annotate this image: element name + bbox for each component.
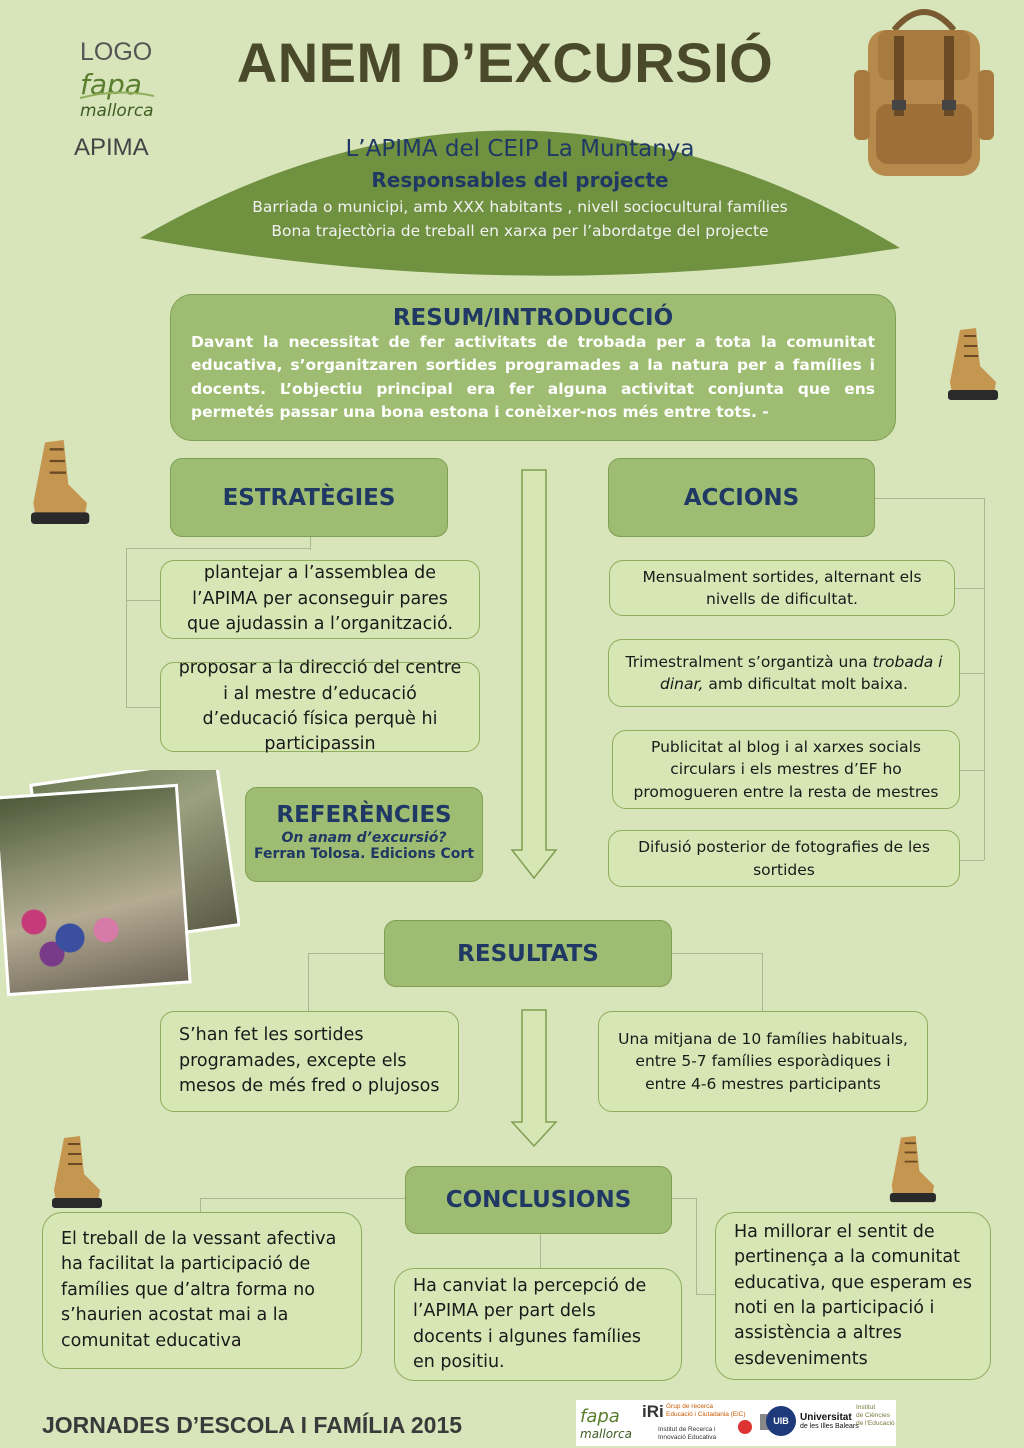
accio-item: Publicitat al blog i al xarxes socials c… bbox=[612, 730, 960, 809]
estrategies-header: ESTRATÈGIES bbox=[170, 458, 448, 537]
iri-text-line: Educació i Ciutadania (EiC) bbox=[666, 1411, 746, 1419]
resum-title: RESUM/INTRODUCCIÓ bbox=[392, 305, 674, 331]
fapa-logo-icon: fapa mallorca bbox=[79, 68, 155, 121]
ice-text: Institut de Ciències de l’Educació bbox=[856, 1404, 895, 1428]
svg-text:mallorca: mallorca bbox=[80, 101, 154, 121]
partner-logos: fapa mallorca iRi Grup de recerca Educac… bbox=[576, 1400, 896, 1446]
accio-emphasis: trobada i dinar, bbox=[660, 652, 943, 693]
org-name: L’APIMA del CEIP La Muntanya bbox=[345, 136, 695, 162]
estrategia-item: plantejar a l’assemblea de l’APIMA per a… bbox=[160, 560, 480, 639]
resum-text: Davant la necessitat de fer activitats d… bbox=[191, 333, 875, 421]
connector-line bbox=[200, 1198, 406, 1199]
page-title: ANEM D’EXCURSIÓ bbox=[236, 31, 774, 94]
connector-line bbox=[308, 953, 386, 954]
connector-line bbox=[958, 860, 984, 861]
connector-line bbox=[696, 1198, 697, 1294]
referencies-book: On anam d’excursió? bbox=[281, 830, 447, 846]
iri-text-line: Grup de recerca bbox=[666, 1403, 713, 1410]
conclusio-item: El treball de la vessant afectiva ha fac… bbox=[42, 1212, 362, 1369]
iri-logo: iRi bbox=[642, 1402, 664, 1421]
referencies-box: REFERÈNCIES On anam d’excursió? Ferran T… bbox=[245, 787, 483, 882]
svg-text:mallorca: mallorca bbox=[580, 1427, 632, 1441]
connector-line bbox=[762, 953, 763, 1011]
conclusions-header: CONCLUSIONS bbox=[405, 1166, 672, 1234]
estrategia-item: proposar a la direcció del centre i al m… bbox=[160, 658, 480, 754]
connector-line bbox=[954, 588, 984, 589]
iri-text: Grup de recerca Educació i Ciutadania (E… bbox=[666, 1403, 745, 1419]
conclusio-item: Ha millorar el sentit de pertinença a la… bbox=[715, 1212, 991, 1380]
univ-text-line: Universitat bbox=[800, 1412, 852, 1423]
connector-line bbox=[308, 953, 309, 1011]
header-line1: Barriada o municipi, amb XXX habitants ,… bbox=[252, 198, 788, 216]
accio-text: amb dificultat molt baixa. bbox=[703, 675, 908, 693]
univ-text: Universitat de les Illes Balears bbox=[800, 1412, 859, 1431]
resultat-item: Una mitjana de 10 famílies habituals, en… bbox=[598, 1011, 928, 1112]
connector-line bbox=[126, 707, 162, 708]
resum-box: RESUM/INTRODUCCIÓ Davant la necessitat d… bbox=[170, 294, 896, 441]
responsables-label: Responsables del projecte bbox=[371, 168, 669, 192]
ice-text-line: de l’Educació bbox=[856, 1420, 895, 1428]
connector-line bbox=[696, 1294, 716, 1295]
connector-line bbox=[670, 953, 762, 954]
boot-icon bbox=[31, 440, 90, 524]
down-arrow-icon bbox=[510, 1009, 558, 1148]
connector-line bbox=[200, 1198, 201, 1212]
conclusio-item: Ha canviat la percepció de l’APIMA per p… bbox=[394, 1268, 682, 1381]
connector-line bbox=[126, 548, 310, 549]
footer-title: JORNADES D’ESCOLA I FAMÍLIA 2015 bbox=[42, 1412, 463, 1438]
connector-line bbox=[126, 600, 162, 601]
backpack-icon bbox=[854, 9, 994, 176]
referencies-author: Ferran Tolosa. Edicions Cort bbox=[253, 846, 475, 862]
apima-label: APIMA bbox=[74, 134, 149, 161]
excursion-photo bbox=[0, 770, 240, 1002]
connector-line bbox=[874, 498, 984, 499]
uib-logo-icon: UIB bbox=[766, 1406, 796, 1436]
accio-item: Mensualment sortides, alternant els nive… bbox=[609, 560, 955, 616]
connector-line bbox=[958, 770, 984, 771]
connector-line bbox=[672, 1198, 696, 1199]
fapa-logo-icon: fapa mallorca bbox=[580, 1406, 632, 1441]
ice-text-line: Institut bbox=[856, 1404, 876, 1411]
accio-text: Trimestralment s’organtizà una bbox=[625, 652, 873, 671]
connector-line bbox=[540, 1234, 541, 1268]
connector-line bbox=[984, 498, 985, 860]
header-banner bbox=[140, 130, 900, 276]
univ-text-line: de les Illes Balears bbox=[800, 1423, 859, 1430]
accions-header: ACCIONS bbox=[608, 458, 875, 537]
connector-line bbox=[310, 536, 311, 550]
ice-text-line: de Ciències bbox=[856, 1412, 890, 1420]
accio-item: Trimestralment s’organtizà una trobada i… bbox=[608, 639, 960, 707]
connector-line bbox=[126, 548, 127, 708]
resultats-header: RESULTATS bbox=[384, 920, 672, 987]
logo-label: LOGO bbox=[80, 38, 153, 66]
resultat-item: S’han fet les sortides programades, exce… bbox=[160, 1011, 459, 1112]
boot-icon bbox=[889, 1135, 936, 1203]
accio-item: Difusió posterior de fotografies de les … bbox=[608, 830, 960, 887]
referencies-title: REFERÈNCIES bbox=[276, 802, 452, 828]
connector-line bbox=[958, 673, 984, 674]
svg-text:fapa: fapa bbox=[580, 1406, 620, 1427]
iri-text-line: Innovació Educativa bbox=[658, 1434, 717, 1442]
boot-icon bbox=[52, 1136, 102, 1208]
iri-text-line: Institut de Recerca i bbox=[658, 1426, 716, 1433]
seal-icon bbox=[738, 1420, 752, 1434]
iri-text: Institut de Recerca i Innovació Educativ… bbox=[658, 1426, 716, 1442]
boot-icon bbox=[948, 328, 998, 400]
down-arrow-icon bbox=[510, 469, 558, 880]
header-line2: Bona trajectòria de treball en xarxa per… bbox=[271, 222, 769, 240]
